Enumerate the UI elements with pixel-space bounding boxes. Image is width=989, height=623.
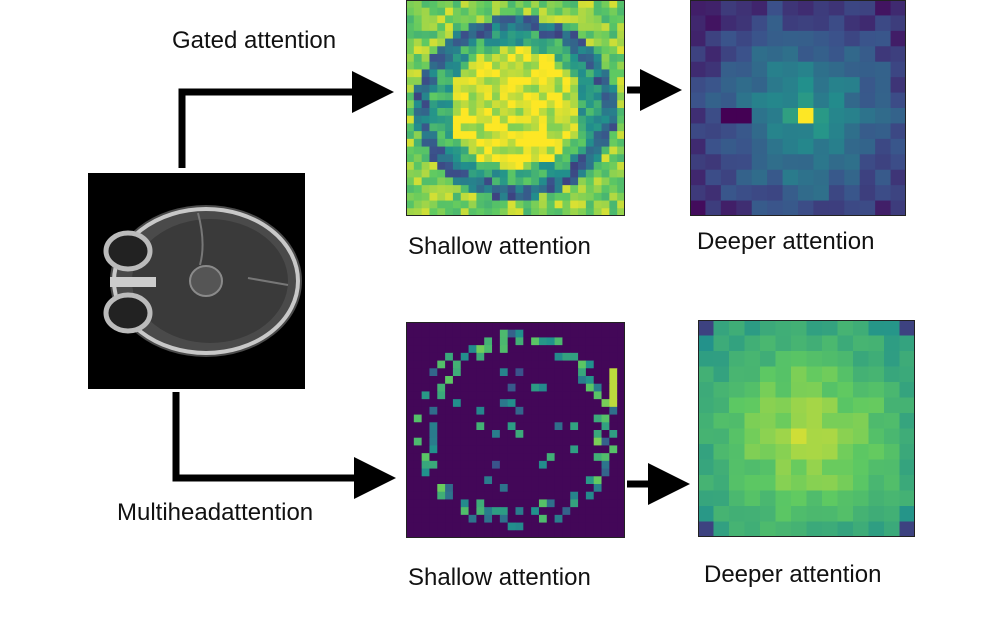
gated-shallow-label: Shallow attention [408, 233, 591, 260]
gated-attention-label: Gated attention [172, 27, 337, 54]
gated-deeper-heatmap [690, 0, 907, 217]
arrow-input-to-gated-shallow [178, 71, 394, 168]
input-mri-image [88, 173, 305, 389]
attention-heatmap [698, 320, 916, 538]
multihead-attention-label: Multiheadattention [117, 499, 314, 526]
gated-shallow-heatmap [406, 0, 626, 217]
multi-deeper-heatmap [698, 320, 916, 538]
multi-shallow-label: Shallow attention [408, 564, 591, 591]
brain-mri-axial-scan [103, 205, 302, 357]
attention-heatmap [406, 0, 626, 217]
attention-heatmap [406, 322, 626, 539]
gated-deeper-label: Deeper attention [697, 228, 875, 255]
attention-heatmap [690, 0, 907, 217]
multi-shallow-heatmap [406, 322, 626, 539]
multi-deeper-label: Deeper attention [704, 561, 882, 588]
arrow-input-to-multi-shallow [172, 392, 396, 499]
